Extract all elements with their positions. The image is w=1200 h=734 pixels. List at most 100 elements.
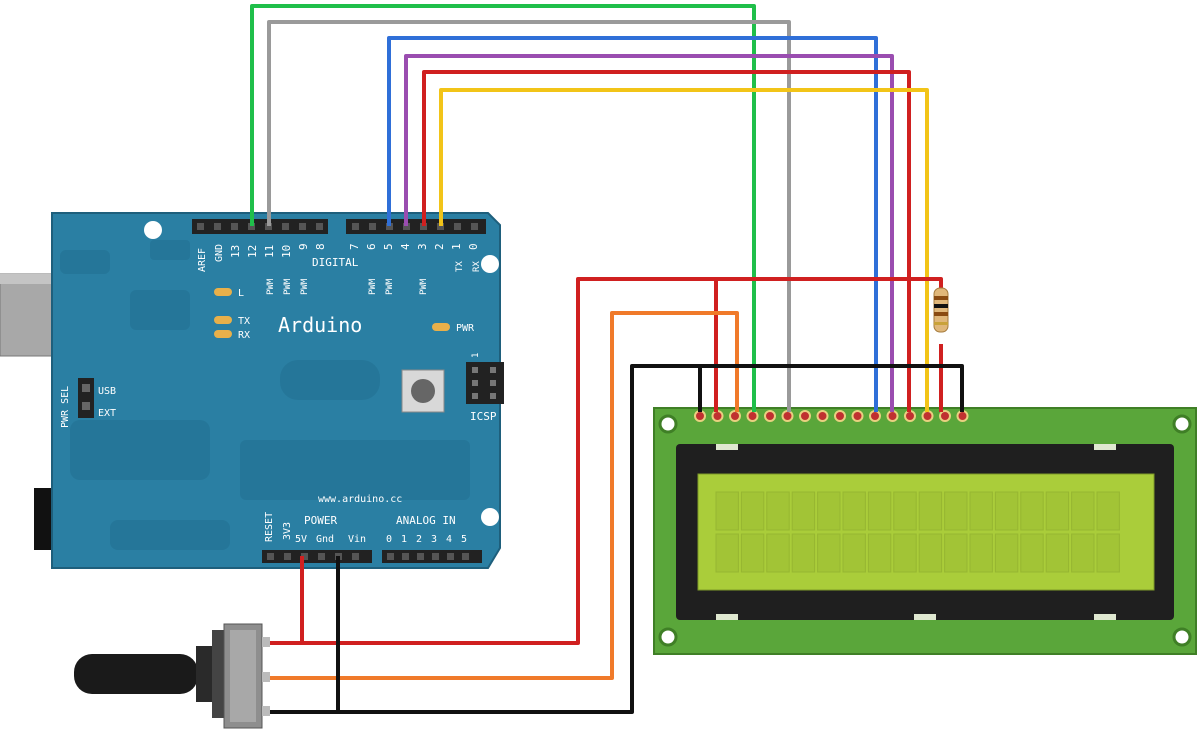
pin-label-0: 0 [467, 243, 480, 250]
pwm-label-5: PWM [385, 278, 395, 295]
analog-pin-5: 5 [461, 534, 467, 545]
lcd-char-cell [867, 533, 892, 573]
mount-hole [481, 255, 499, 273]
pwm-label-9: PWM [300, 278, 310, 295]
lcd-mount-hole [1172, 627, 1192, 647]
analog-pin-2: 2 [416, 534, 422, 545]
led-tx-label: TX [238, 316, 250, 327]
digital-header-left [192, 219, 328, 234]
icsp-label: ICSP [470, 410, 497, 423]
wire-gray [267, 20, 791, 412]
pin-label-5: 5 [382, 243, 395, 250]
power-label: POWER [304, 514, 337, 527]
lcd-mount-hole [658, 414, 678, 434]
board-pcb [51, 212, 501, 569]
pwm-label-6: PWM [368, 278, 378, 295]
icsp-header [466, 362, 504, 404]
lcd-pin-pad [886, 410, 899, 422]
lcd-char-cell [740, 491, 765, 531]
analog-pin-4: 4 [446, 534, 452, 545]
pin-label-6: 6 [365, 243, 378, 250]
lcd-char-cell [893, 491, 917, 531]
analog-pin-1: 1 [401, 534, 407, 545]
analog-pin-0: 0 [386, 534, 392, 545]
lcd-char-cell [817, 491, 841, 531]
lcd-char-cell [715, 491, 739, 531]
pin-label-3: 3 [416, 243, 429, 250]
lcd-char-cell [1045, 533, 1070, 573]
lcd-char-cell [842, 491, 866, 531]
lcd-char-cell [842, 533, 866, 573]
lcd-char-cell [944, 533, 968, 573]
lcd-character-grid [715, 491, 1120, 573]
lcd-pin-pad [781, 410, 794, 422]
pin-label-7: 7 [348, 243, 361, 250]
power-pin-gnd: Gnd [316, 534, 334, 545]
pin-label-4: 4 [399, 243, 412, 250]
pot-nut [196, 646, 216, 702]
lcd-char-cell [944, 491, 968, 531]
wire-black-gnd [336, 364, 964, 714]
potentiometer [74, 623, 270, 729]
pin-label-2: 2 [433, 243, 446, 250]
lcd-pin-pad [746, 410, 759, 422]
lcd-char-cell [1096, 491, 1120, 531]
pin-label-12: 12 [246, 245, 259, 258]
analog-pin-3: 3 [431, 534, 437, 545]
lcd-pin-pad [764, 410, 776, 422]
lcd-char-cell [893, 533, 917, 573]
led-rx [214, 330, 232, 338]
pin-label-11: 11 [263, 245, 276, 258]
led-l-label: L [238, 288, 244, 299]
usb-label: USB [98, 386, 116, 397]
board-name: Arduino [278, 313, 362, 337]
pin-label-8: 8 [314, 243, 327, 250]
lcd-pin-pad [851, 410, 864, 422]
lcd-pin-pad [921, 410, 934, 422]
wire-red-d3 [422, 70, 911, 412]
rx-label: RX [472, 261, 482, 272]
wire-blue [387, 36, 878, 412]
lcd-pin-pad [834, 410, 846, 422]
pin-label-13: 13 [229, 245, 242, 258]
lcd-mount-hole [658, 627, 678, 647]
board-url: www.arduino.cc [318, 494, 402, 505]
pwm-label-10: PWM [283, 278, 293, 295]
ext-label: EXT [98, 408, 116, 419]
lcd-char-cell [791, 491, 816, 531]
lcd-pin-pad [869, 410, 881, 422]
lcd-pin-pad [694, 410, 706, 422]
lcd-char-cell [1096, 533, 1120, 573]
lcd-char-cell [969, 491, 993, 531]
lcd-pin-pad [816, 410, 829, 422]
label-gnd: GND [214, 244, 225, 262]
led-pwr [432, 323, 450, 331]
lcd-pin-pad [711, 410, 724, 422]
lcd-char-cell [867, 491, 892, 531]
wires [250, 4, 964, 714]
lcd-char-cell [969, 533, 993, 573]
lcd-char-cell [715, 533, 739, 573]
v33-label: 3V3 [282, 522, 293, 540]
lcd-char-cell [766, 491, 790, 531]
lcd-pin-pad [799, 410, 811, 422]
wire-yellow [439, 88, 929, 412]
pin-label-10: 10 [280, 245, 293, 258]
pwr-sel-label: PWR SEL [60, 386, 71, 428]
lcd-char-cell [766, 533, 790, 573]
pin-label-1: 1 [450, 243, 463, 250]
lcd-char-cell [1071, 491, 1095, 531]
reset-label: RESET [264, 512, 275, 542]
wire-green [250, 4, 756, 412]
lcd-pin-pad [729, 410, 741, 422]
lcd-char-cell [994, 533, 1019, 573]
wire-red-5v [300, 277, 943, 645]
pin-label-9: 9 [297, 243, 310, 250]
lcd-module [653, 407, 1197, 655]
lcd-char-cell [1020, 533, 1044, 573]
lcd-pin-pad [904, 410, 916, 422]
tx-label: TX [455, 261, 465, 272]
lcd-char-cell [918, 491, 943, 531]
